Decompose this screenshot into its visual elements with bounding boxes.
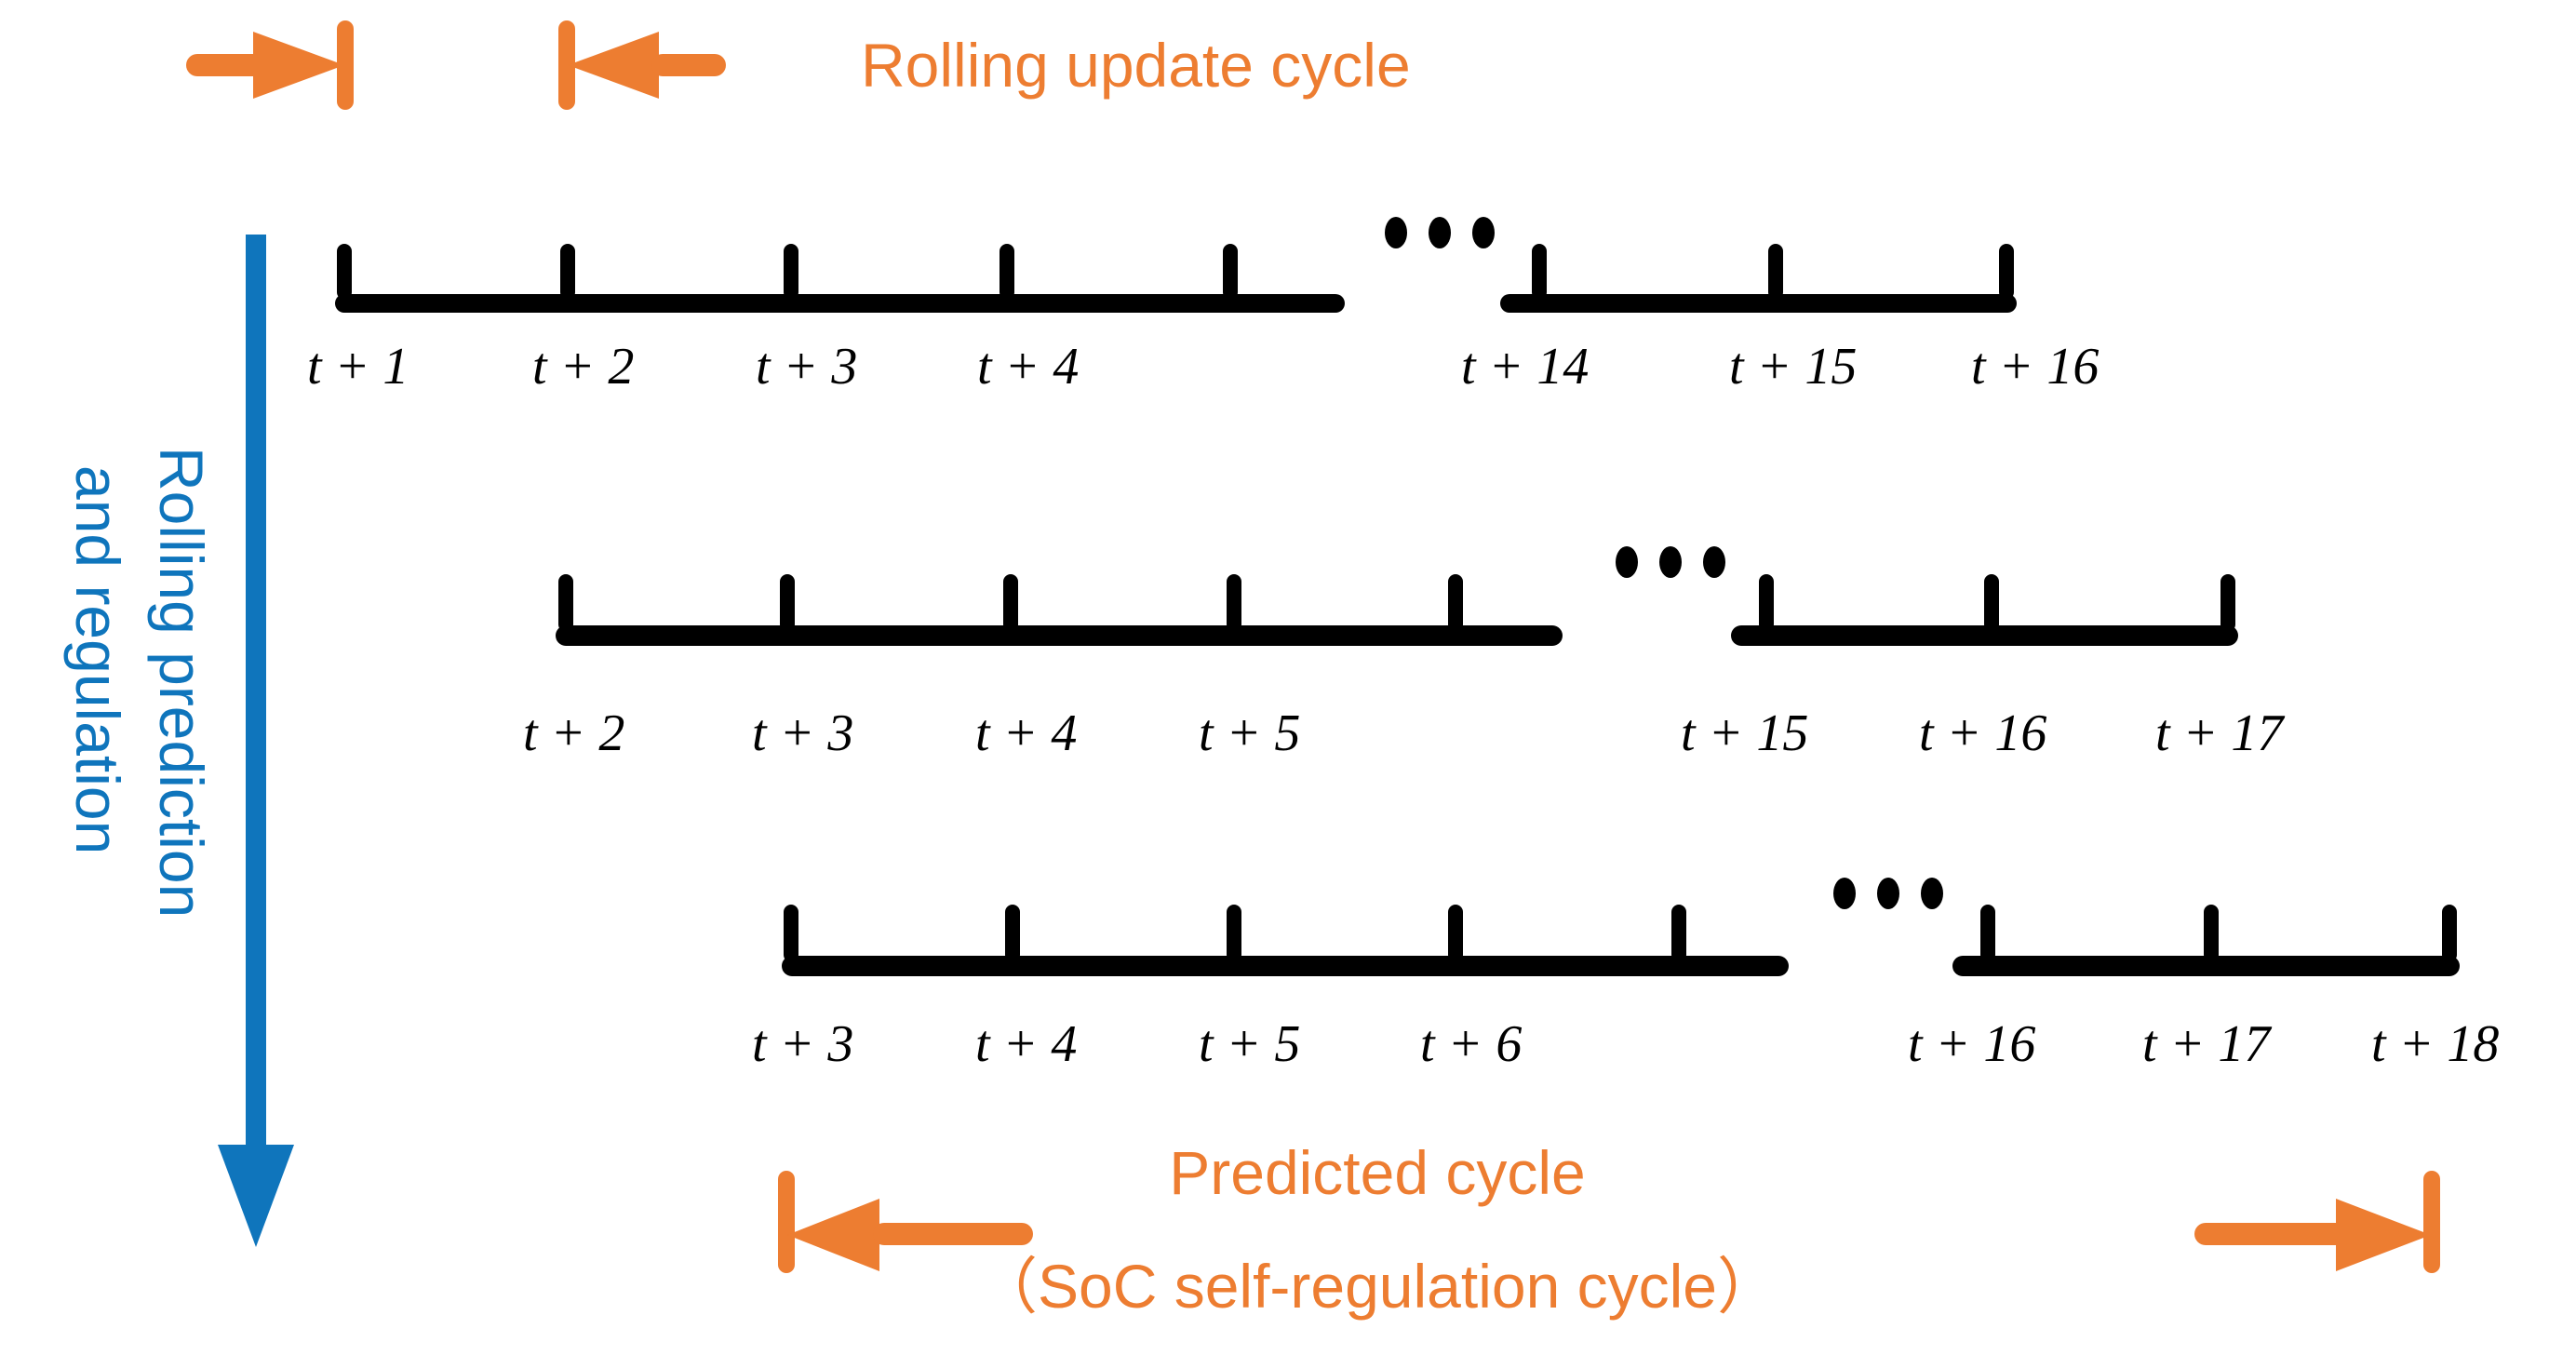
timeline-tick	[1999, 244, 2014, 300]
timeline-label: t + 4	[975, 704, 1077, 762]
timeline-label: t + 2	[532, 338, 634, 396]
timeline-label: t + 15	[1681, 704, 1808, 762]
timeline-tick	[2204, 905, 2219, 962]
timeline-tick	[1227, 574, 1241, 632]
rolling-update-cycle-label: Rolling update cycle	[861, 31, 1411, 100]
timeline-tick	[558, 574, 573, 632]
timeline-tick	[1768, 244, 1783, 300]
timeline-tick	[1671, 905, 1686, 962]
timeline-tick	[1448, 905, 1463, 962]
timeline-label: t + 16	[1971, 338, 2099, 396]
timeline-label: t + 3	[752, 704, 853, 762]
timeline-tick	[1759, 574, 1774, 632]
predicted-cycle-label: Predicted cycle	[1169, 1138, 1586, 1207]
timeline-tick	[1984, 574, 1999, 632]
timeline-row-2-ellipsis	[1616, 546, 1725, 578]
timeline-tick	[1003, 574, 1018, 632]
timeline-tick	[2442, 905, 2457, 962]
timeline-row-1-ellipsis	[1385, 217, 1495, 248]
timeline-row-1: t + 1 t + 2 t + 3 t + 4 t + 14 t + 15 t …	[307, 217, 2099, 396]
timeline-label: t + 3	[752, 1015, 853, 1073]
timeline-label: t + 6	[1420, 1015, 1522, 1073]
timeline-label: t + 17	[2155, 704, 2285, 762]
timeline-label: t + 16	[1908, 1015, 2035, 1073]
timeline-row-1-baseline-left	[335, 294, 1345, 313]
timeline-row-1-baseline-right	[1500, 294, 2017, 313]
timeline-tick	[560, 244, 575, 300]
timeline-label: t + 5	[1199, 1015, 1300, 1073]
timeline-label: t + 18	[2371, 1015, 2499, 1073]
timeline-tick	[337, 244, 352, 300]
rolling-prediction-down-arrow-icon	[218, 235, 294, 1247]
timeline-row-3: t + 3 t + 4 t + 5 t + 6 t + 16 t + 17 t …	[752, 878, 2499, 1073]
timeline-tick	[2220, 574, 2235, 632]
rolling-prediction-label-line2: and regulation	[63, 465, 132, 854]
timeline-label: t + 15	[1729, 338, 1857, 396]
timeline-tick	[1980, 905, 1995, 962]
timeline-tick	[1448, 574, 1463, 632]
timeline-label: t + 3	[756, 338, 857, 396]
predicted-cycle-sublabel: （SoC self-regulation cycle）	[976, 1252, 1778, 1321]
rolling-update-cycle-right-marker-icon	[558, 20, 726, 110]
timeline-label: t + 4	[977, 338, 1079, 396]
rolling-prediction-label-line1: Rolling prediction	[147, 447, 216, 918]
timeline-tick	[1532, 244, 1547, 300]
timeline-label: t + 17	[2142, 1015, 2272, 1073]
timeline-tick	[1005, 905, 1020, 962]
timeline-row-2-baseline-right	[1731, 625, 2238, 646]
timeline-tick	[1223, 244, 1238, 300]
timeline-tick	[784, 244, 798, 300]
timeline-label: t + 14	[1461, 338, 1589, 396]
timeline-row-3-ellipsis	[1833, 878, 1943, 909]
timeline-tick	[780, 574, 795, 632]
timeline-row-3-baseline-right	[1952, 956, 2460, 976]
timeline-row-3-baseline-left	[782, 956, 1789, 976]
timeline-label: t + 16	[1919, 704, 2046, 762]
timeline-row-2: t + 2 t + 3 t + 4 t + 5 t + 15 t + 16 t …	[523, 546, 2285, 762]
timeline-tick	[784, 905, 798, 962]
timeline-label: t + 1	[307, 338, 409, 396]
timeline-label: t + 4	[975, 1015, 1077, 1073]
timeline-tick	[1000, 244, 1014, 300]
timeline-label: t + 5	[1199, 704, 1300, 762]
predicted-cycle-left-arrow-icon	[778, 1171, 1033, 1273]
timeline-tick	[1227, 905, 1241, 962]
rolling-update-cycle-left-marker-icon	[186, 20, 354, 110]
timeline-row-2-baseline-left	[556, 625, 1563, 646]
predicted-cycle-right-arrow-icon	[2194, 1171, 2440, 1273]
timeline-label: t + 2	[523, 704, 624, 762]
